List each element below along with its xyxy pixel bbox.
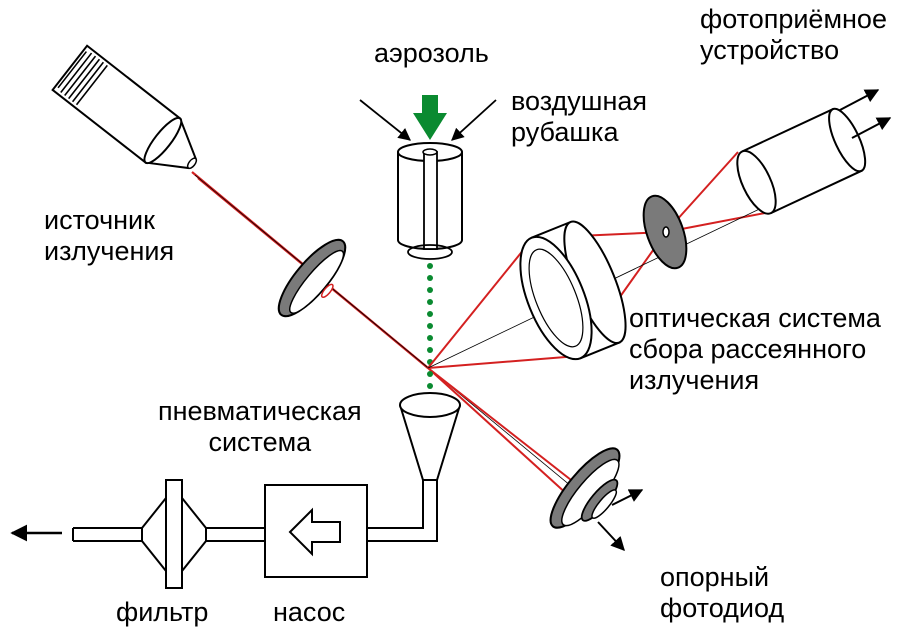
pinhole-diaphragm-icon [642,194,688,270]
radiation-source-icon [51,44,198,170]
output-arrow-icon [611,489,644,506]
aerosol-label: аэрозоль [374,38,489,68]
scattered-rays [427,151,766,369]
optical-system-label: оптическая система сбора рассеянного изл… [629,303,881,395]
reference-photodiode-label: опорный фотодиод [660,562,785,623]
optical-axis [427,179,821,369]
pump-label: насос [273,597,346,627]
radiation-source-label: источник излучения [44,205,175,266]
filter-label: фильтр [116,597,209,627]
connecting-tube [72,527,265,542]
aerosol-inlet-icon [359,95,497,260]
collection-lens-icon [519,220,627,361]
air-jacket-label: воздушная рубашка [511,86,648,147]
pneumatic-system-label: пневматическая система [158,396,362,457]
photoreceiver-icon [736,107,867,215]
filter-icon [141,479,207,589]
aerosol-flow [427,263,433,413]
output-arrow-icon [839,89,880,111]
focusing-lens-icon [277,238,347,318]
output-arrow-icon [597,521,625,552]
pump-icon [264,484,368,578]
output-arrow-icon [851,117,892,139]
exhaust-funnel-icon [367,392,461,542]
reference-photodiode-icon [549,447,621,529]
photoreceiver-label: фотоприёмное устройство [700,4,887,65]
